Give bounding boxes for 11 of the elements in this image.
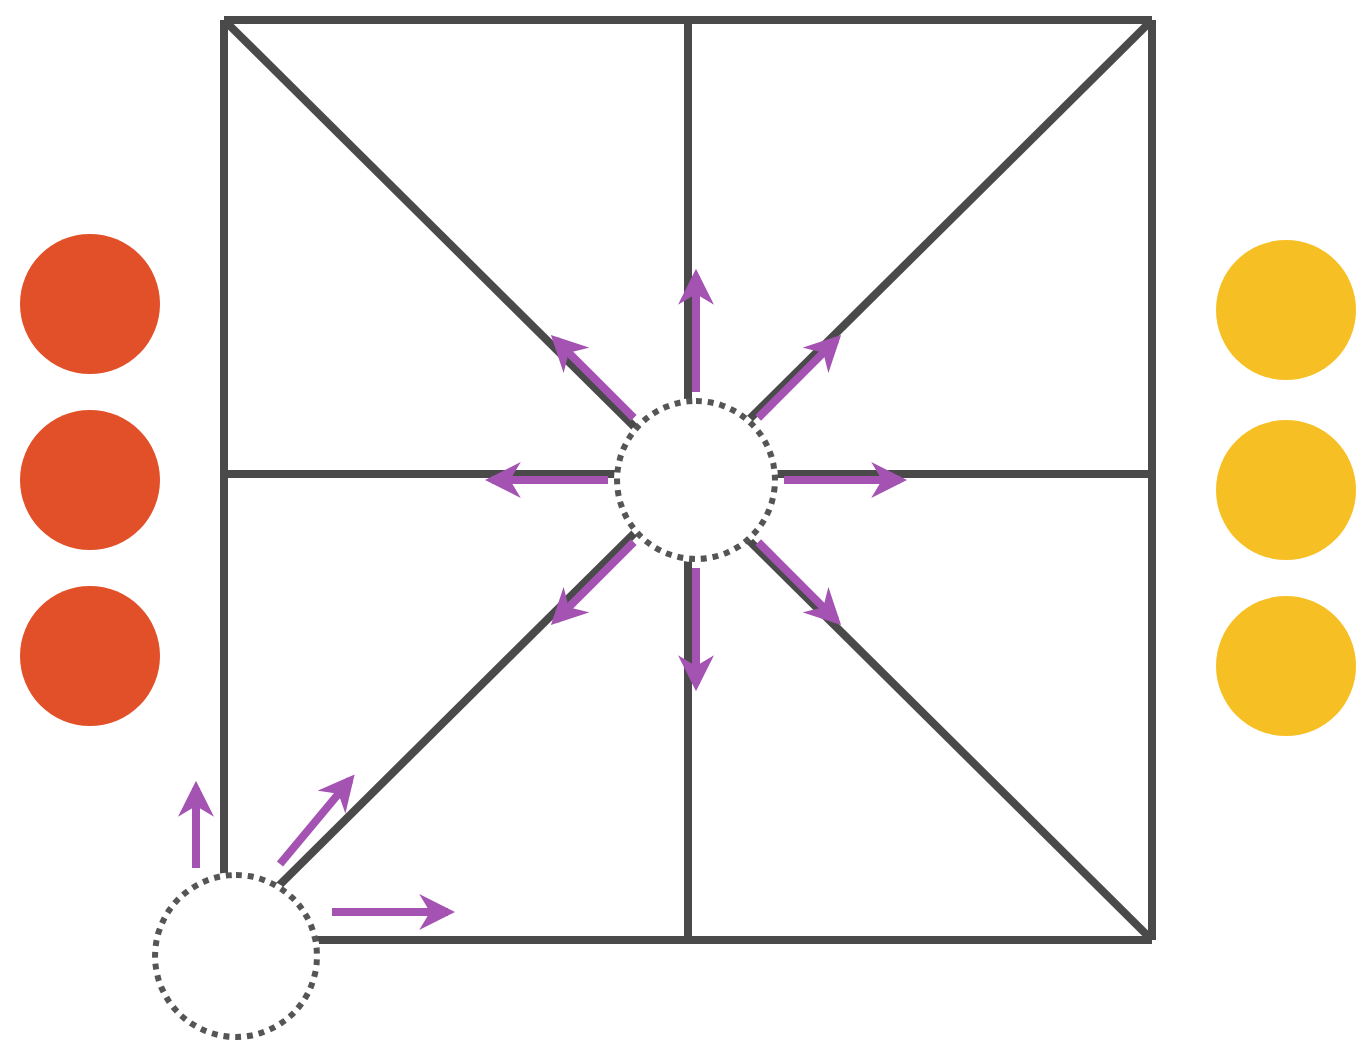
arrow xyxy=(332,894,456,930)
arrow xyxy=(755,334,842,421)
arrow xyxy=(550,539,637,626)
arrow xyxy=(755,539,842,626)
arrow xyxy=(784,462,908,498)
arrow xyxy=(678,268,714,392)
arrow xyxy=(678,568,714,692)
arrow xyxy=(276,774,355,867)
arrow xyxy=(484,462,608,498)
arrow xyxy=(178,780,214,868)
arrow xyxy=(550,334,637,421)
